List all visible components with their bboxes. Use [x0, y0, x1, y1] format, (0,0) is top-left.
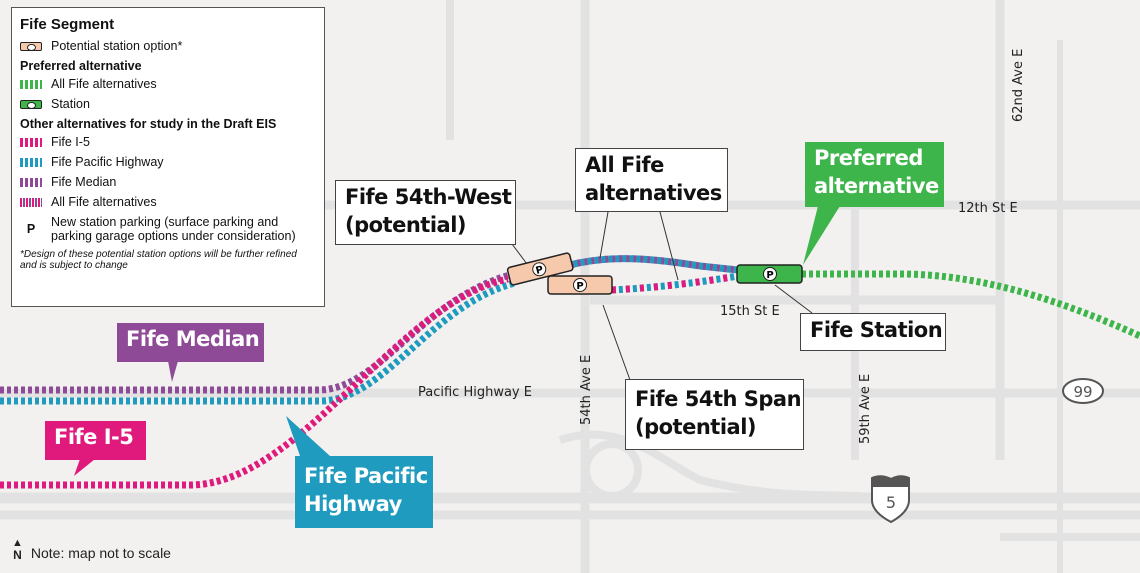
legend-preferred-station: Station	[20, 97, 316, 111]
callout-preferred-alternative: Preferred alternative	[805, 142, 944, 207]
station-icon	[20, 99, 42, 109]
green-dash-icon	[20, 79, 42, 89]
alignment-all-lower-b	[611, 272, 739, 294]
legend-other-all: All Fife alternatives	[20, 195, 316, 209]
road-label-54th-ave: 54th Ave E	[579, 354, 594, 425]
legend-other-heading: Other alternatives for study in the Draf…	[20, 117, 277, 131]
alignment-all-lower	[611, 272, 739, 294]
callout-pointer-i5	[74, 459, 95, 476]
svg-text:5: 5	[886, 493, 896, 512]
callout-fife-54th-span: Fife 54th Span (potential)	[625, 379, 804, 450]
legend-footnote: *Design of these potential station optio…	[20, 249, 297, 271]
callout-pointer-pacific	[286, 416, 330, 456]
callout-fife-i5: Fife I-5	[45, 421, 146, 460]
callout-pointer-median	[168, 361, 178, 382]
teal-dash-icon	[20, 157, 42, 167]
parking-icon: P	[26, 222, 36, 236]
alignment-fife-median	[0, 271, 511, 394]
parking-marker	[573, 278, 587, 292]
callout-fife-pacific-highway: Fife Pacific Highway	[295, 456, 433, 528]
callout-pointer-preferred	[803, 206, 840, 265]
legend-title: Fife Segment	[20, 16, 115, 33]
map-footer: ▲ N Note: map not to scale	[12, 537, 171, 561]
purple-dash-icon	[20, 177, 42, 187]
legend-parking: P New station parking (surface parking a…	[20, 215, 316, 243]
road-label-pacific-highway: Pacific Highway E	[418, 385, 532, 400]
legend-fife-pacific: Fife Pacific Highway	[20, 155, 316, 169]
alignment-all-upper	[569, 255, 739, 274]
alignment-preferred	[802, 270, 1140, 340]
callout-leaders	[511, 211, 813, 381]
svg-text:P: P	[576, 281, 583, 292]
legend-preferred-all: All Fife alternatives	[20, 77, 316, 91]
north-arrow-icon: ▲ N	[12, 537, 23, 562]
callout-all-fife-alternatives: All Fife alternatives	[575, 148, 728, 212]
alignment-fife-i5	[0, 275, 509, 489]
shield-sr99: 99	[1062, 378, 1104, 404]
svg-text:P: P	[535, 264, 545, 276]
station-fife-54th-west[interactable]: P	[506, 252, 574, 286]
legend-fife-i5: Fife I-5	[20, 135, 316, 149]
pink-dash-icon	[20, 137, 42, 147]
parking-marker	[763, 267, 777, 281]
map-legend: Fife Segment Potential station option* P…	[11, 7, 325, 307]
parking-marker	[532, 262, 547, 277]
scale-note: Note: map not to scale	[30, 545, 171, 561]
callout-fife-54th-west: Fife 54th-West (potential)	[335, 180, 516, 245]
station-fife-54th-span[interactable]: P	[547, 275, 613, 295]
potential-station-icon	[20, 41, 42, 51]
legend-preferred-heading: Preferred alternative	[20, 59, 142, 73]
station-fife-preferred[interactable]: P	[736, 264, 803, 284]
road-interchange	[558, 430, 861, 500]
legend-fife-median: Fife Median	[20, 175, 316, 189]
alignment-all-upper-b	[569, 255, 739, 274]
shield-i5: 5	[871, 475, 910, 524]
svg-text:99: 99	[1073, 383, 1092, 401]
legend-potential-station: Potential station option*	[20, 39, 316, 53]
mixed-dash-icon	[20, 197, 42, 207]
road-label-12th-st: 12th St E	[958, 201, 1018, 216]
callout-fife-station: Fife Station	[800, 313, 946, 351]
svg-text:P: P	[766, 270, 773, 281]
road-label-62nd-ave: 62nd Ave E	[1011, 48, 1026, 122]
road-label-15th-st: 15th St E	[720, 304, 780, 319]
road-label-59th-ave: 59th Ave E	[858, 373, 873, 444]
callout-fife-median: Fife Median	[117, 323, 264, 362]
road-interchange-loop	[582, 440, 642, 500]
alignments	[0, 255, 1140, 489]
